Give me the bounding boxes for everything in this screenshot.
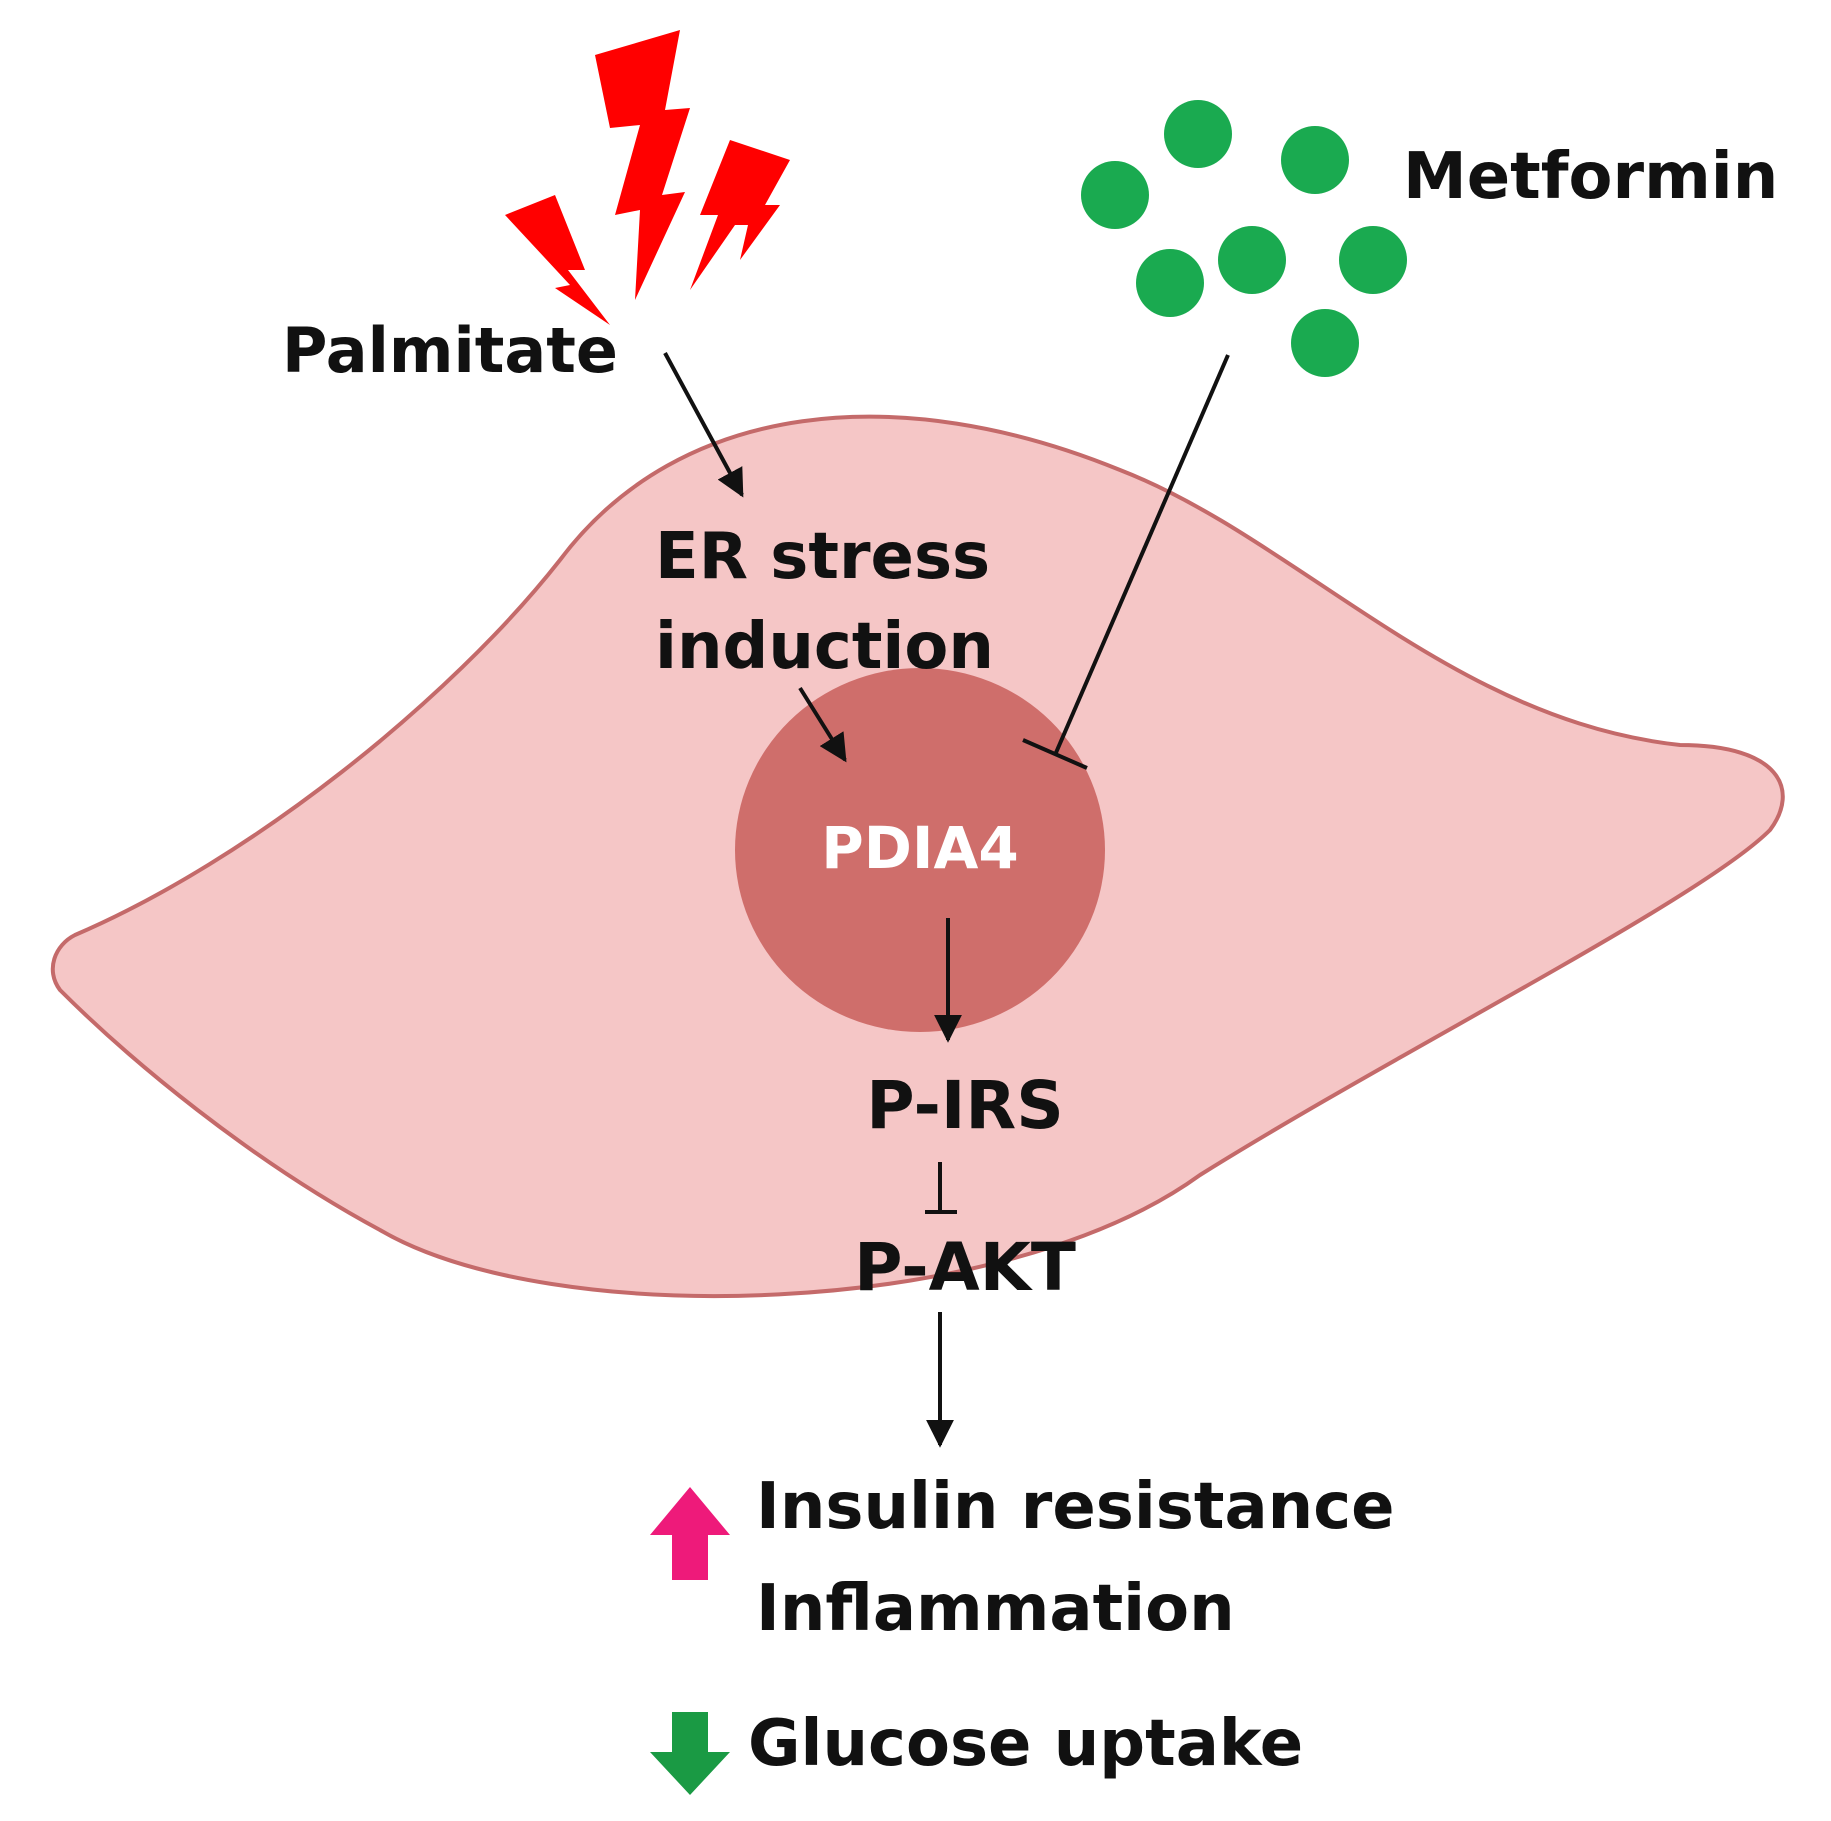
down-arrow-icon [650,1712,730,1795]
arrow-palmitate-to-er-stress [663,352,744,498]
metformin-dot [1291,309,1359,377]
pdia4-label: PDIA4 [821,814,1018,882]
pathway-arrows [663,352,1230,1448]
arrow-er-stress-to-pdia4 [798,686,847,763]
metformin-dot [1136,249,1204,317]
lightning-bolt-left-icon [505,195,610,325]
metformin-dot [1339,226,1407,294]
metformin-label: Metformin [1403,140,1778,214]
er-stress-label-line1: ER stress [655,520,990,594]
metformin-dot [1218,226,1286,294]
lightning-bolt-center-icon [595,30,690,300]
er-stress-label-line2: induction [655,610,994,684]
p-irs-label: P-IRS [866,1067,1064,1144]
metformin-dot [1164,100,1232,168]
inhibition-metformin-to-pdia4 [1053,354,1230,756]
glucose-uptake-label: Glucose uptake [748,1707,1303,1781]
p-akt-label: P-AKT [854,1229,1076,1306]
up-arrow-icon [650,1487,730,1580]
inflammation-label: Inflammation [756,1572,1235,1646]
lightning-bolt-right-icon [690,140,790,290]
insulin-resistance-label: Insulin resistance [756,1470,1395,1544]
metformin-dot-icon [1081,100,1407,377]
metformin-dot [1281,126,1349,194]
palmitate-label: Palmitate [282,314,618,387]
inhibition-bar-metformin [1022,738,1088,770]
metformin-dot [1081,161,1149,229]
lightning-bolt-icon [505,30,790,325]
